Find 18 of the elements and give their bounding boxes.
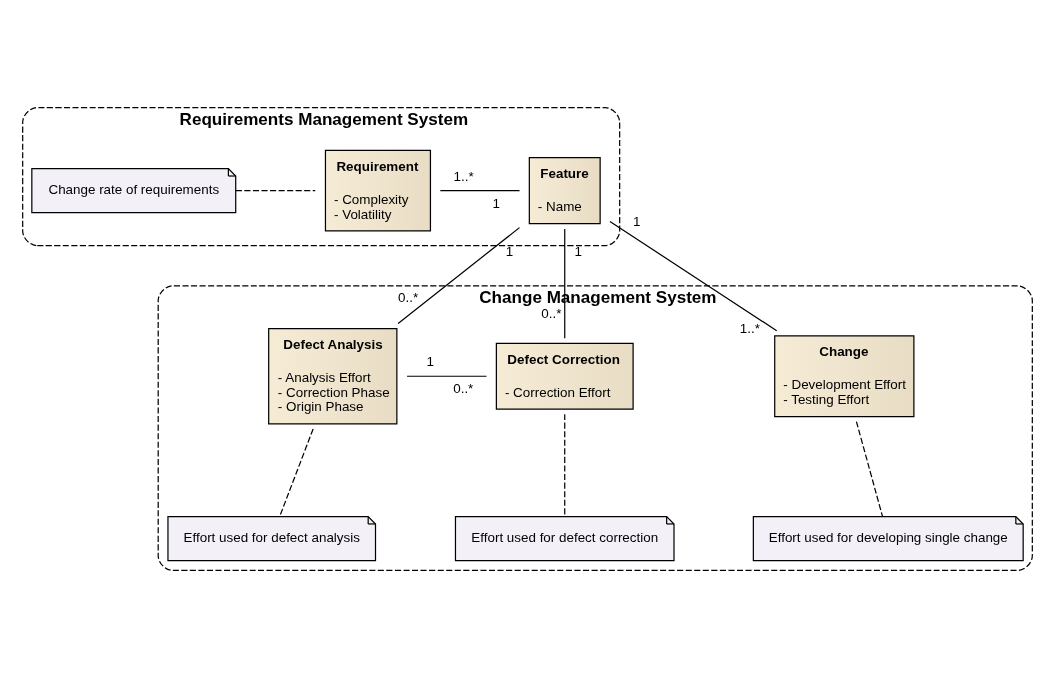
connector [406,375,488,377]
label: 1 [426,354,435,370]
connector [235,190,316,192]
label: 0..* [453,381,474,397]
label: 1 [633,214,641,230]
label: 1 [505,244,514,260]
label: 0..* [541,306,562,322]
connector [855,420,884,517]
label: 1 [492,195,501,211]
connector [564,228,566,339]
connector [397,227,521,325]
connector [279,428,314,517]
label: 1..* [739,320,760,336]
connector [564,413,566,518]
label: 0..* [398,289,419,305]
connector [439,190,521,192]
connector [609,220,778,332]
label: 1..* [453,168,474,184]
